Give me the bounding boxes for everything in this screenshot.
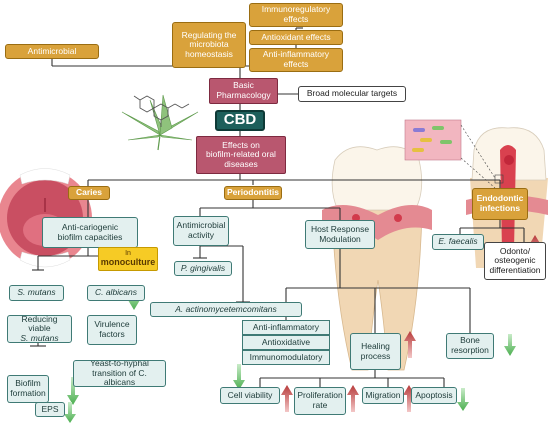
c-albicans-box: C. albicans	[87, 285, 145, 301]
antimicrobial-effect-box: Antimicrobial	[5, 44, 99, 59]
host-response-modulation-box: Host Response Modulation	[305, 220, 375, 249]
reducing-viable-box: Reducing viable S. mutans	[7, 315, 72, 343]
reducing-viable-species: S. mutans	[20, 332, 59, 343]
antimicrobial-activity-box: Antimicrobial activity	[173, 216, 229, 246]
reducing-viable-label: Reducing viable	[21, 315, 58, 334]
virulence-factors-box: Virulence factors	[87, 315, 137, 345]
a-actinomycetemcomitans-box: A. actinomycetemcomitans	[150, 302, 302, 317]
proliferation-rate-box: Proliferation rate	[294, 387, 346, 415]
s-mutans-box: S. mutans	[9, 285, 64, 301]
p-gingivalis-box: P. gingivalis	[174, 261, 232, 276]
bacteria-inset-icon	[404, 119, 504, 189]
down-arrow-icon	[64, 288, 516, 423]
biofilm-formation-box: Biofilm formation	[7, 375, 49, 403]
odonto-osteogenic-box: Odonto/ osteogenic differentiation	[484, 242, 546, 280]
monoculture-tag: In monoculture	[98, 247, 158, 271]
yeast-to-hyphal-species: transition of C. albicans	[92, 367, 147, 387]
monoculture-label: monoculture	[100, 256, 156, 267]
bone-resorption-box: Bone resorption	[446, 333, 494, 359]
cell-viability-box: Cell viability	[220, 387, 280, 404]
eps-box: EPS	[35, 402, 65, 417]
cannabis-leaf-icon	[121, 94, 199, 151]
yeast-to-hyphal-box: Yeast-to-hyphal transition of C. albican…	[73, 360, 166, 387]
healing-process-box: Healing process	[350, 333, 401, 370]
anti-inflammatory-effects-box: Anti-inflammatory effects	[249, 48, 343, 72]
migration-box: Migration	[362, 387, 404, 404]
immunoregulatory-box: Immunoregulatory effects	[249, 3, 343, 27]
yeast-to-hyphal-label: Yeast-to-hyphal	[90, 360, 149, 369]
e-faecalis-box: E. faecalis	[432, 234, 484, 250]
effects-on-biofilm-diseases-box: Effects on biofilm-related oral diseases	[196, 136, 286, 174]
caries-header: Caries	[68, 186, 110, 200]
immunomodulatory-box: Immunomodulatory	[242, 350, 330, 365]
basic-pharmacology-box: Basic Pharmacology	[209, 78, 278, 104]
antioxidant-box: Antioxidant effects	[249, 30, 343, 45]
periodontitis-header: Periodontitis	[224, 186, 282, 200]
cbd-box: CBD	[215, 110, 265, 131]
broad-molecular-targets-box: Broad molecular targets	[298, 86, 406, 102]
apoptosis-box: Apoptosis	[411, 387, 457, 404]
anti-inflammatory-box: Anti-inflammatory	[242, 320, 330, 335]
monoculture-in-label: In	[125, 250, 131, 258]
antioxidative-box: Antioxidative	[242, 335, 330, 350]
cbd-molecule-icon	[133, 95, 190, 127]
regulating-microbiota-box: Regulating the microbiota homeostasis	[172, 22, 246, 68]
anti-cariogenic-box: Anti-cariogenic biofilm capacities	[42, 217, 138, 248]
endodontic-infections-header: Endodontic infections	[472, 188, 528, 220]
